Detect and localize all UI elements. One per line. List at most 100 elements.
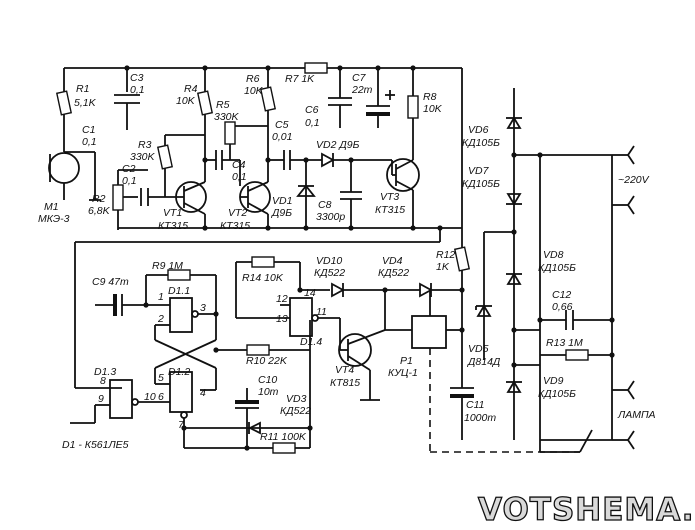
label-mains: ~220V: [618, 174, 650, 186]
resistor-r9: [145, 269, 217, 312]
label-vd6-value: КД105Б: [462, 137, 500, 149]
top-rail: [64, 67, 463, 228]
label-vd3-value: КД522: [280, 405, 311, 417]
gate-d1-3: [70, 379, 170, 424]
resistor-r12: [453, 228, 471, 290]
label-r7: R7 1K: [285, 73, 315, 85]
label-m1: M1: [44, 201, 59, 213]
label-r8-value: 10K: [423, 103, 443, 115]
mains-terminals: [612, 145, 635, 215]
label-c6-value: 0,1: [305, 117, 320, 129]
zener-vd5: [475, 232, 492, 360]
capacitor-c6: [328, 68, 352, 128]
label-r12-value: 1K: [436, 261, 450, 273]
label-vd4: VD4: [382, 255, 403, 267]
pin-4: 4: [200, 387, 206, 399]
resistor-r7: [304, 62, 328, 74]
label-r5-value: 330K: [214, 111, 240, 123]
label-c1-value: 0,1: [82, 136, 97, 148]
label-c8-value: 3300p: [316, 211, 345, 223]
label-c10: C10: [258, 374, 277, 386]
label-r13: R13 1M: [546, 337, 583, 349]
diode-vd4: [385, 282, 462, 298]
resistor-r6: [259, 68, 277, 182]
label-r1-value: 5,1K: [74, 97, 97, 109]
pin-10: 10: [144, 391, 156, 403]
label-vd4-value: КД522: [378, 267, 409, 279]
label-vd5: VD5: [468, 343, 489, 355]
diode-vd6: [506, 116, 522, 129]
label-r2: R2: [92, 193, 106, 205]
resistor-r1: [55, 68, 73, 152]
potentiometer-r2: [112, 169, 148, 230]
label-c7: C7: [352, 72, 367, 84]
label-vt1-value: КТ315: [158, 220, 188, 232]
label-c10-value: 10m: [258, 386, 279, 398]
label-c5: C5: [275, 119, 289, 131]
resistor-r14: [235, 256, 301, 319]
transistor-vt3: [386, 158, 420, 228]
label-r8: R8: [423, 91, 437, 103]
lamp-terminals: [540, 380, 635, 453]
label-d1-2: D1.2: [168, 366, 190, 378]
diode-vd7: [506, 193, 522, 206]
pin-9: 9: [98, 393, 104, 405]
resistor-r10: [246, 344, 270, 356]
pin-8: 8: [100, 375, 106, 387]
watermark: VOTSHEMA.RU: [478, 492, 695, 528]
label-vd7: VD7: [468, 165, 490, 177]
label-p1-value: КУЦ-1: [388, 367, 418, 379]
label-r4: R4: [184, 83, 198, 95]
pin-6: 6: [158, 391, 164, 403]
label-c3: C3: [130, 72, 144, 84]
resistor-r8: [407, 68, 419, 160]
relay-p1: [385, 290, 462, 349]
label-r3-value: 330K: [130, 151, 156, 163]
label-vt2-value: КТ315: [220, 220, 250, 232]
label-c9: C9 47m: [92, 276, 129, 288]
label-vt4-value: КТ815: [330, 377, 360, 389]
microphone-m1: [48, 151, 95, 200]
label-c1: C1: [82, 124, 95, 136]
pin-7: 7: [178, 419, 185, 431]
label-r14: R14 10K: [242, 272, 284, 284]
gate-d1-2: [169, 371, 193, 448]
capacitor-c3: [114, 68, 140, 130]
label-vd9-value: КД105Б: [538, 388, 576, 400]
label-r12: R12: [436, 249, 455, 261]
pin-14: 14: [304, 287, 316, 299]
label-vd6: VD6: [468, 124, 489, 136]
pin-3: 3: [200, 302, 206, 314]
label-vt3-value: КТ315: [375, 204, 405, 216]
label-vd10: VD10: [316, 255, 342, 267]
diode-vd9: [506, 380, 522, 393]
capacitor-c1: [89, 152, 101, 201]
label-vd3: VD3: [286, 393, 307, 405]
capacitor-c8: [340, 160, 362, 228]
pin-5: 5: [158, 372, 164, 384]
capacitor-c10: [235, 388, 259, 448]
link-rail: [74, 228, 441, 389]
resistor-r4: [196, 68, 214, 182]
capacitor-c12: [540, 310, 612, 330]
junction-dots: [124, 65, 615, 451]
transistor-vt4: [338, 290, 386, 401]
capacitor-c2: [140, 188, 180, 206]
label-vt1: VT1: [163, 207, 182, 219]
label-vd2: VD2 Д9Б: [316, 139, 360, 151]
ac-lines: [514, 154, 613, 453]
relay-link: [429, 348, 580, 453]
label-c11: C11: [466, 399, 484, 411]
label-r2-value: 6,8K: [88, 205, 111, 217]
label-r6: R6: [246, 73, 260, 85]
label-d1-3: D1.3: [94, 366, 116, 378]
label-d1-chip: D1 - К561ЛЕ5: [62, 439, 129, 451]
diode-vd1: [296, 160, 316, 228]
label-vd8-value: КД105Б: [538, 262, 576, 274]
diode-vd10: [331, 282, 385, 298]
resistor-r3: [156, 134, 205, 197]
label-c11-value: 1000m: [464, 412, 496, 424]
pin-13: 13: [276, 313, 288, 325]
transistor-vt2: [239, 181, 271, 228]
